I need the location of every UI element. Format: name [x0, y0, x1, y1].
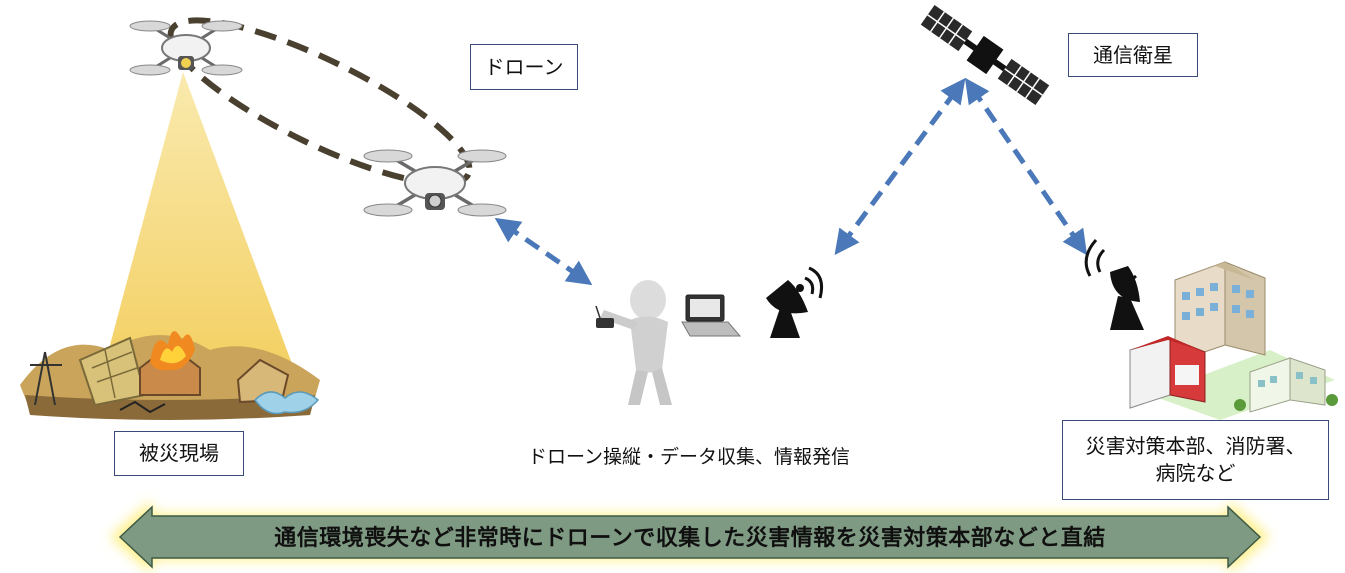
disaster-site-label: 被災現場: [114, 431, 244, 476]
drone-icon: [363, 149, 507, 217]
disaster-scene-icon: [20, 331, 320, 420]
camera-beam: [110, 72, 300, 385]
satellite-icon: [920, 5, 1050, 105]
disaster-site-label-text: 被災現場: [139, 441, 219, 465]
operator-satellite-link: [834, 77, 966, 256]
satellite-dish-icon: [766, 266, 824, 338]
drone-icon: [129, 20, 243, 76]
hq-label: 災害対策本部、消防署、 病院など: [1062, 420, 1329, 500]
banner-text: 通信環境喪失など非常時にドローンで収集した災害情報を災害対策本部などと直結: [274, 526, 1106, 551]
buildings-icon: [1129, 261, 1338, 420]
drone-label: ドローン: [470, 44, 578, 90]
satellite-label: 通信衛星: [1068, 33, 1198, 77]
satellite-label-text: 通信衛星: [1093, 42, 1173, 67]
drone-label-text: ドローン: [484, 54, 564, 79]
operator-figure-icon: [595, 280, 672, 405]
operator-label: ドローン操縦・データ収集、情報発信: [528, 446, 851, 468]
satellite-hq-link: [964, 77, 1088, 256]
drone-operator-link: [494, 217, 593, 286]
satellite-dish-icon: [1084, 239, 1144, 330]
banner-arrow: [118, 505, 1262, 569]
hq-label-line2: 病院など: [1155, 461, 1236, 485]
laptop-icon: [681, 294, 742, 337]
hq-label-line1: 災害対策本部、消防署、: [1085, 434, 1306, 458]
